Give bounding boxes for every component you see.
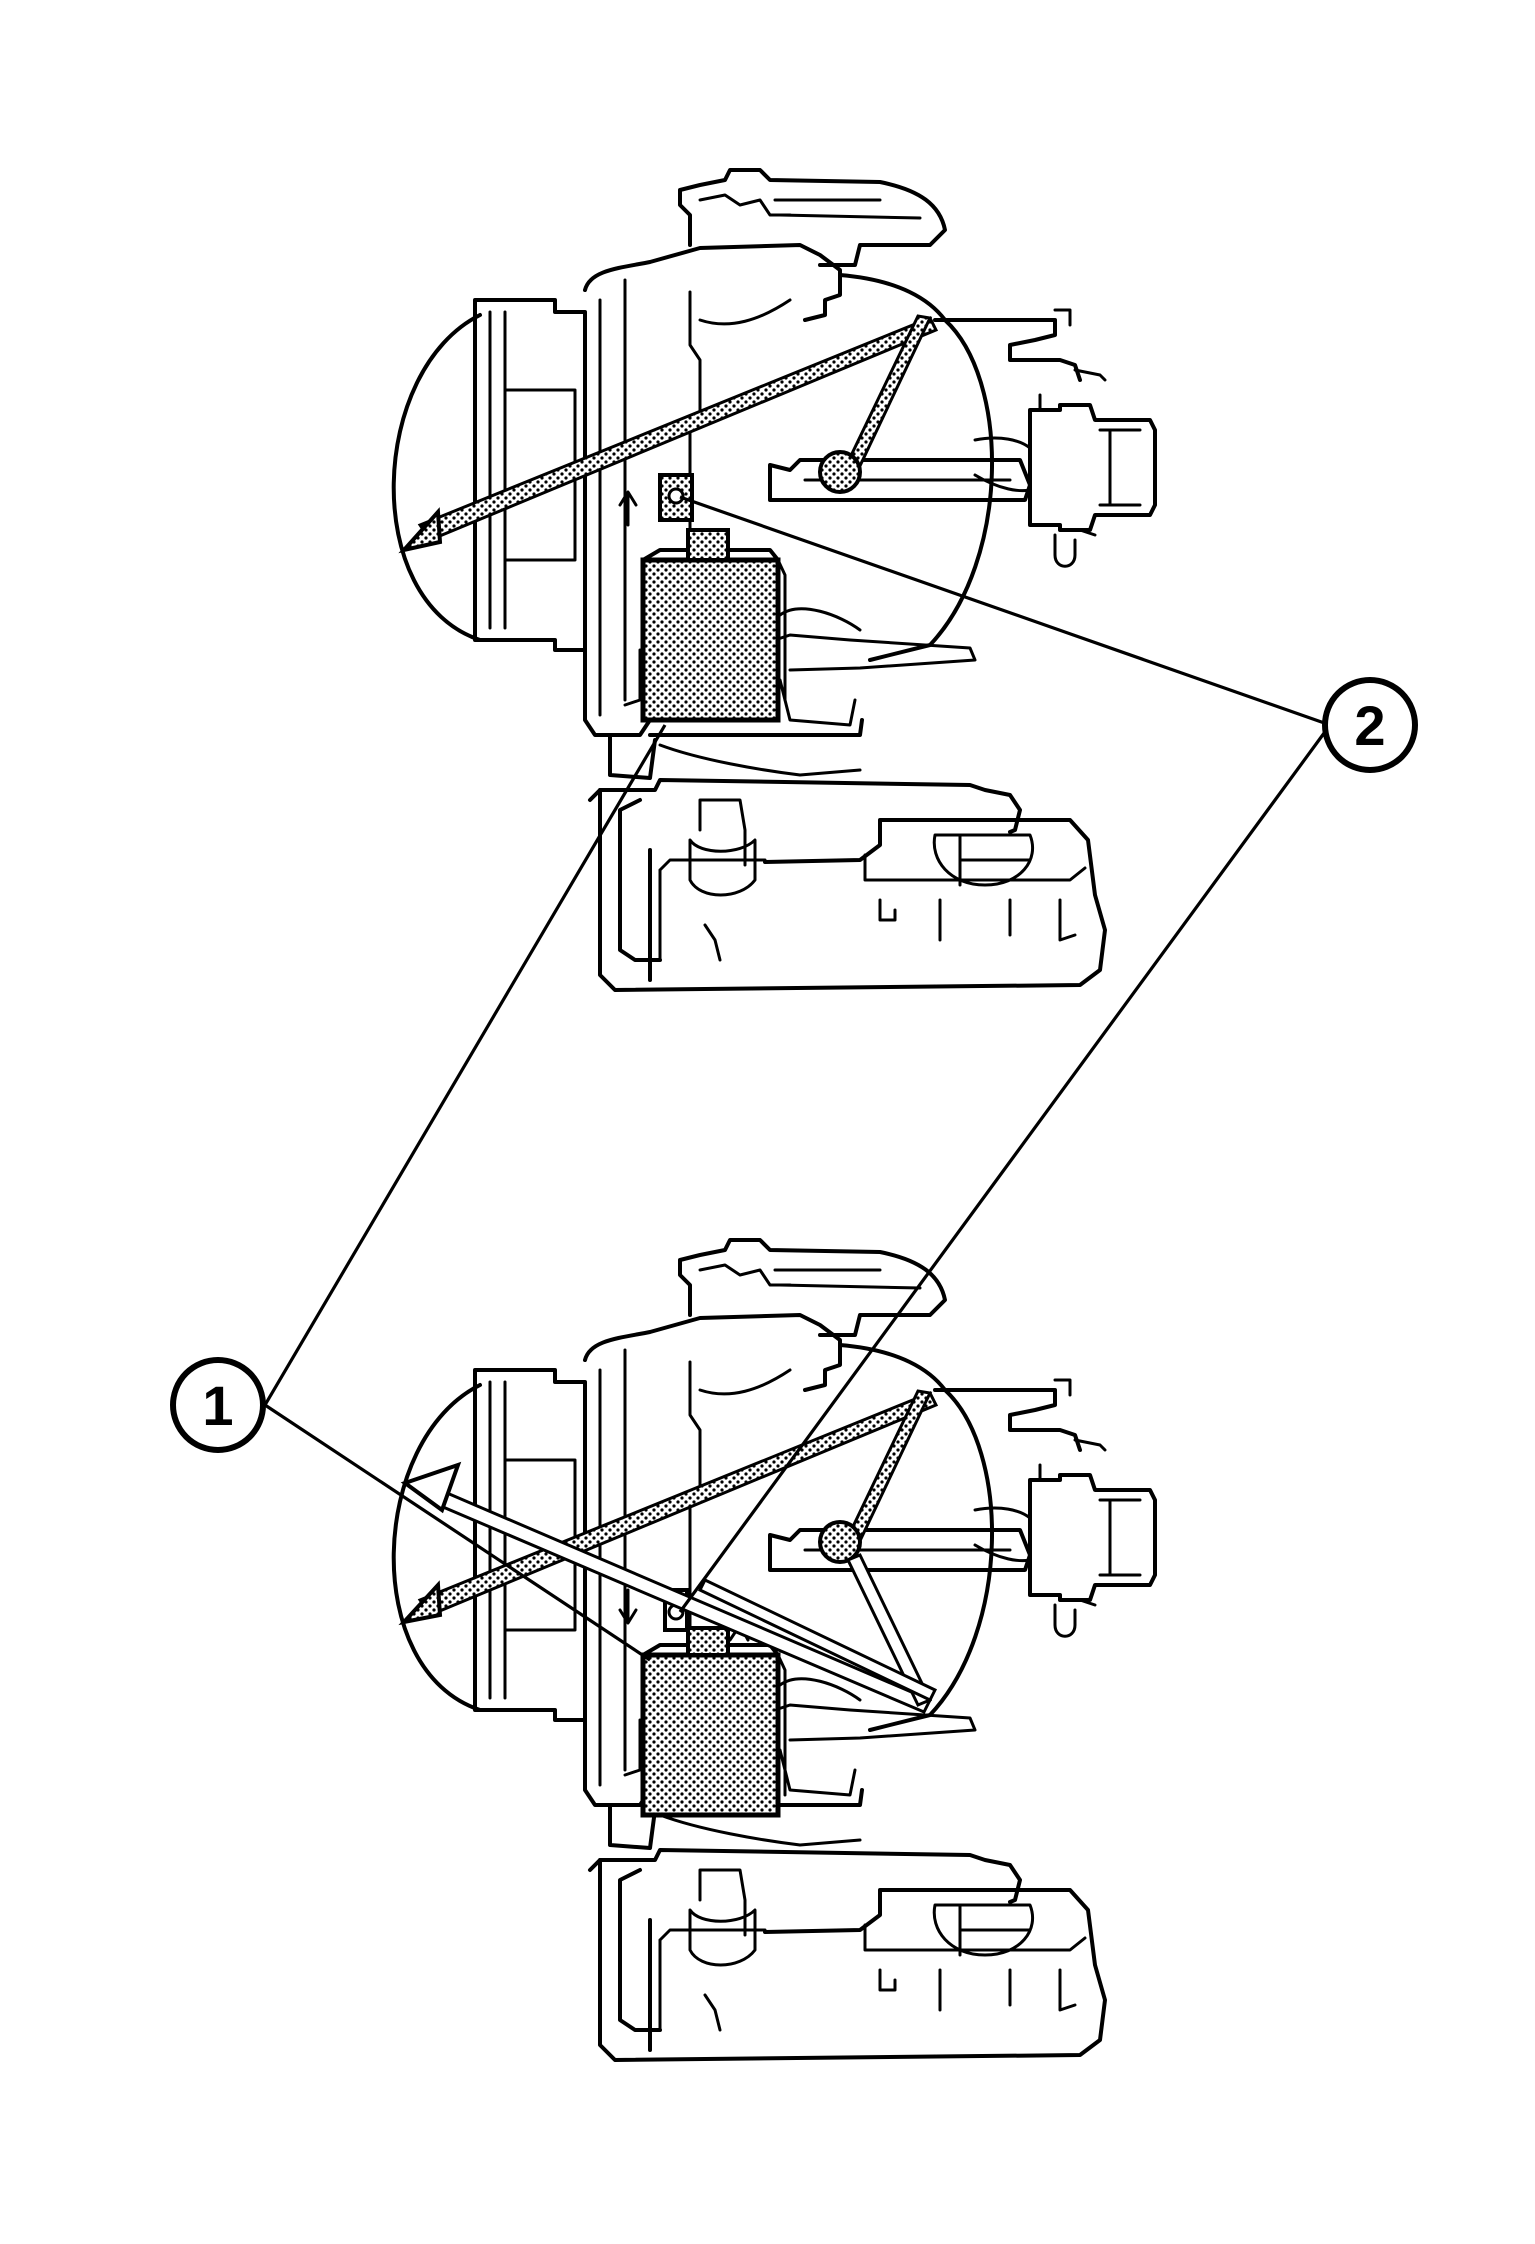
callout-leaders [263, 495, 1332, 1662]
callout-1-label: 1 [202, 1374, 233, 1437]
callout-2: 2 [1322, 677, 1418, 773]
heater-unit-top [391, 168, 1157, 992]
callout-1: 1 [170, 1357, 266, 1453]
callout-2-label: 2 [1354, 694, 1385, 757]
heater-unit-bottom [391, 1238, 1157, 2062]
